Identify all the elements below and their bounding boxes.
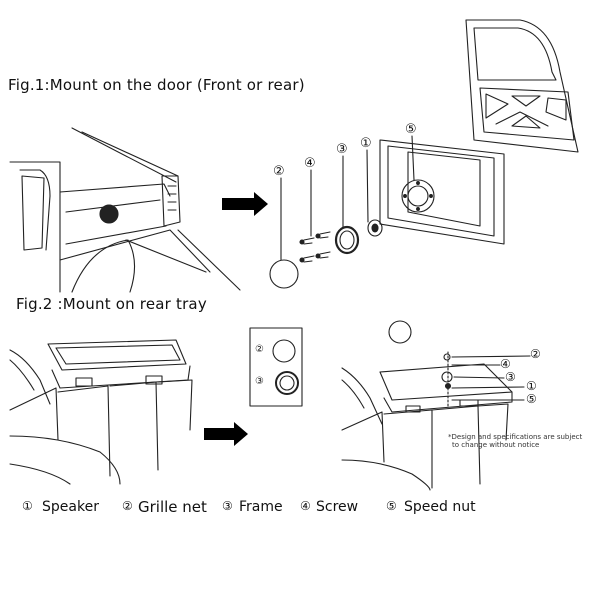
disclaimer-note: *Design and specifications are subject t… — [448, 433, 582, 449]
disclaimer-line-1: *Design and specifications are subject — [448, 433, 583, 441]
legend-label-speaker: Speaker — [42, 499, 99, 515]
fig1-callout-frame: ③ — [336, 142, 348, 157]
car-door-illustration — [465, 19, 579, 153]
door-speaker-hole-icon — [99, 204, 119, 224]
legend-label-grille: Grille net — [138, 498, 207, 516]
fig1-callout-speaker: ① — [360, 136, 372, 151]
fig2-inset-callout-frame: ③ — [255, 376, 264, 387]
legend-num-speaker: ① — [22, 499, 33, 513]
fig2-callout-screw: ④ — [500, 357, 511, 371]
fig2-callout-frame: ③ — [505, 370, 516, 384]
speaker-ring-icon — [388, 320, 412, 344]
door-panel-illustration — [379, 139, 505, 245]
legend-num-screw: ④ — [300, 499, 311, 513]
inset-grille-icon — [272, 339, 296, 363]
screws-icon — [299, 231, 331, 263]
figure2-title: Fig.2 :Mount on rear tray — [16, 295, 207, 313]
legend-label-screw: Screw — [316, 499, 359, 515]
fig2-callout-speaker: ① — [526, 379, 537, 393]
car-rear-tray-illustration — [9, 339, 193, 485]
fig2-inset-callout-grille: ② — [255, 344, 264, 355]
legend-num-frame: ③ — [222, 499, 233, 513]
arrow-right-icon-1 — [222, 192, 268, 216]
fig2-callout-speed-nut: ⑤ — [526, 392, 537, 406]
car-rear-tray-exploded-illustration — [341, 351, 513, 491]
legend-label-speed-nut: Speed nut — [404, 499, 476, 515]
inset-frame-icon — [275, 371, 299, 395]
legend-num-speed-nut: ⑤ — [386, 499, 397, 513]
disclaimer-line-2: to change without notice — [452, 441, 540, 449]
speaker-cutout-icon — [401, 179, 435, 213]
grille-net-icon — [269, 259, 299, 289]
legend-label-frame: Frame — [239, 499, 283, 515]
speaker-icon — [367, 219, 383, 237]
frame-ring-icon — [334, 225, 360, 255]
fig1-callout-grille: ② — [273, 164, 285, 179]
figure1-title: Fig.1:Mount on the door (Front or rear) — [8, 76, 305, 94]
fig1-callout-screw: ④ — [304, 156, 316, 171]
arrow-right-icon-2 — [204, 422, 248, 446]
fig1-callout-speed-nut: ⑤ — [405, 122, 417, 137]
components-inset-box — [249, 327, 303, 407]
car-interior-door-illustration — [9, 127, 241, 293]
legend-num-grille: ② — [122, 499, 133, 513]
fig2-callout-grille: ② — [530, 347, 541, 361]
